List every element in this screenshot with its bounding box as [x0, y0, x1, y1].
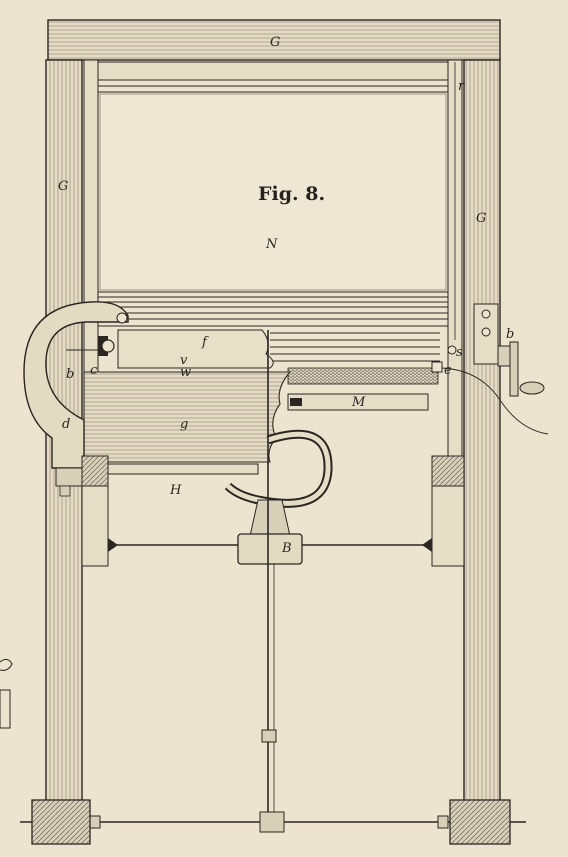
- label-right-b: b: [506, 327, 514, 342]
- label-right-post: G: [476, 211, 486, 226]
- top-beam: [47, 19, 501, 61]
- label-right-s: s: [456, 345, 463, 360]
- clamp-d: [23, 301, 129, 469]
- edge-fragment-top: [0, 658, 13, 671]
- label-bar-f: f: [201, 335, 209, 350]
- fibre-strip: [287, 367, 439, 385]
- bar-f: [117, 329, 274, 369]
- left-foot: [31, 799, 91, 845]
- label-bar-M: M: [351, 395, 366, 410]
- label-right-e: e: [444, 363, 452, 378]
- label-wood-g: g: [180, 417, 188, 432]
- label-screen: N: [265, 237, 278, 252]
- label-line-w: w: [180, 365, 191, 380]
- label-left-post: G: [58, 179, 68, 194]
- left-side-block-top: [81, 455, 109, 487]
- right-side-block: [431, 485, 465, 567]
- label-top-beam: G: [270, 35, 280, 50]
- bar-M: [287, 393, 429, 411]
- label-left-b: b: [66, 367, 74, 382]
- screen-panel: [99, 93, 447, 291]
- label-rail-r: r: [458, 79, 465, 94]
- right-side-block-top: [431, 455, 465, 487]
- screen-top-bar: [97, 61, 449, 81]
- left-side-block: [81, 485, 109, 567]
- label-rod-H: H: [169, 483, 182, 498]
- label-left-c: c: [90, 363, 98, 378]
- edge-fragment-box: [0, 689, 11, 729]
- crank-handle[interactable]: [509, 341, 545, 397]
- rod-H: [107, 463, 259, 475]
- wood-block-g: [83, 371, 292, 463]
- rolled-screen: [98, 291, 448, 362]
- label-block-B: B: [281, 541, 292, 556]
- figure-title: Fig. 8.: [258, 183, 325, 205]
- cord: [441, 367, 549, 435]
- label-line-v: v: [180, 353, 188, 368]
- block-B: [237, 533, 303, 565]
- right-foot: [449, 799, 511, 845]
- label-clamp-d: d: [62, 417, 70, 432]
- right-post: [463, 59, 501, 806]
